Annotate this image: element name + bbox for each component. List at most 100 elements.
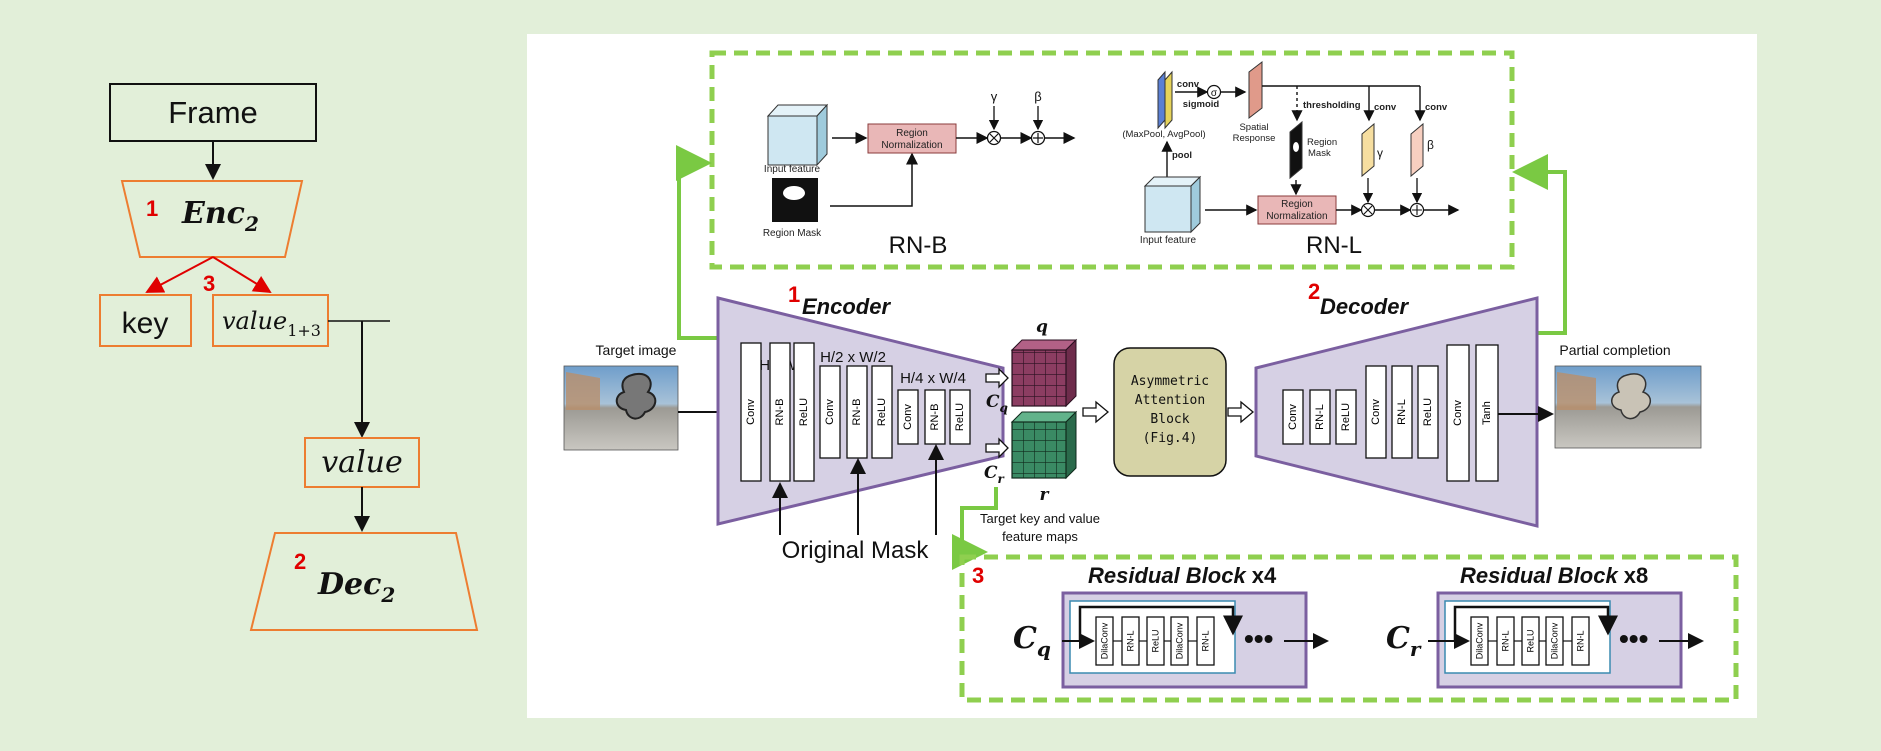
- rnl-gamma-label: γ: [1377, 146, 1383, 160]
- target-feature-l1: Target key and value: [980, 511, 1100, 526]
- enc2-trapezoid: [120, 180, 304, 258]
- rnl-thresholding-label: thresholding: [1303, 100, 1361, 111]
- target-image-label: Target image: [596, 342, 677, 358]
- rnb-region-norm-box: [867, 123, 957, 154]
- encoder-block-label-4: Conv: [824, 399, 836, 425]
- rnl-input-cube-side: [1190, 175, 1201, 234]
- decoder-block-label-3: ReLU: [1340, 403, 1352, 431]
- enc-size-3: H/4 x W/4: [900, 370, 966, 387]
- rnl-region-mask-l1: Region: [1307, 137, 1337, 148]
- rnl-region-norm-l1: Region: [1281, 199, 1313, 210]
- rnl-pool-label: pool: [1172, 150, 1192, 161]
- residual-2-skip: [1453, 605, 1618, 641]
- rnb-beta-label: β: [1034, 89, 1041, 104]
- dec2-number: 2: [294, 549, 306, 574]
- attn-line1: Asymmetric: [1131, 374, 1209, 389]
- decoder-block-label-5: RN-L: [1396, 399, 1408, 425]
- rnl-region-norm-l2: Normalization: [1266, 211, 1327, 222]
- rnl-input-cube-front: [1144, 185, 1192, 233]
- encoder-block-label-8: RN-B: [929, 404, 941, 431]
- decoder-block-6: [1417, 365, 1439, 459]
- left-flow: Frame 1 Enc2 3 key value1+3 value 2 Dec2: [99, 83, 479, 631]
- attention-block: Asymmetric Attention Block (Fig.4): [1113, 347, 1227, 477]
- encoder-block-4: [819, 365, 841, 459]
- rnb-region-norm-l1: Region: [896, 128, 928, 139]
- rnb-input-cube-front: [767, 115, 818, 166]
- residual-1-block-label-2: RN-L: [1126, 630, 1136, 651]
- rnb-gamma-label: γ: [991, 89, 998, 104]
- enc-to-q-hollow-arrow: [985, 367, 1009, 389]
- encoder-block-1: [740, 342, 762, 482]
- residual-2-block-label-3: ReLU: [1526, 629, 1536, 652]
- enc2-label: Enc2: [181, 196, 259, 236]
- r-tensor-front: [1011, 421, 1067, 479]
- cr-label: Cr: [984, 463, 1006, 486]
- encoder-block-label-5: RN-B: [851, 399, 863, 426]
- enc-size-2: H/2 x W/2: [820, 349, 886, 366]
- encoder-block-label-2: RN-B: [774, 399, 786, 426]
- decoder-block-7: [1446, 344, 1470, 482]
- rnl-multiply-x: [1363, 205, 1373, 215]
- q-label: q: [1036, 317, 1048, 337]
- encoder-block-label-6: ReLU: [876, 398, 888, 426]
- features-to-residual-link: [952, 487, 998, 570]
- residual-1-ellipsis: •••: [1244, 623, 1273, 654]
- enc-to-r-hollow-arrow: [985, 437, 1009, 459]
- residual-1-block-label-3: ReLU: [1151, 629, 1161, 652]
- decoder-block-label-6: ReLU: [1422, 398, 1434, 426]
- decoder-number: 2: [1308, 279, 1320, 304]
- original-mask-label: Original Mask: [782, 537, 930, 564]
- rnl-gamma-tensor: [1361, 122, 1375, 178]
- rnb-input-feature-label: Input feature: [764, 164, 821, 175]
- attention-block-box: [1113, 347, 1227, 477]
- split-number: 3: [203, 271, 215, 296]
- rnl-conv-beta-label: conv: [1425, 102, 1448, 113]
- residual-2-block-label-5: RN-L: [1576, 630, 1586, 651]
- target-feature-l2: feature maps: [1002, 529, 1078, 544]
- encoder-block-3: [793, 342, 815, 482]
- encoder-block-label-7: Conv: [902, 404, 914, 430]
- decoder-block-label-7: Conv: [1452, 400, 1464, 426]
- encoder-block-label-9: ReLU: [954, 403, 966, 431]
- rnb-input-cube-side: [816, 103, 828, 167]
- rnl-pool-stack-2: [1164, 70, 1173, 130]
- rnl-spatial-l2: Response: [1233, 133, 1276, 144]
- key-label: key: [122, 307, 169, 340]
- rnl-sigma-label: σ: [1211, 88, 1218, 99]
- rnl-spatial-response: [1248, 60, 1263, 120]
- target-image-hole: [615, 372, 657, 420]
- rnl-pool-stack-1: [1157, 70, 1166, 130]
- rnl-pool-caption: (MaxPool, AvgPool): [1122, 129, 1205, 140]
- r-label: r: [1040, 485, 1050, 505]
- residual-2-block-label-2: RN-L: [1501, 630, 1511, 651]
- decoder-block-2: [1309, 389, 1331, 445]
- residual-2-block-label-1: DilaConv: [1475, 622, 1485, 659]
- encoder-title: Encoder: [802, 294, 891, 319]
- target-image: Target image: [563, 342, 679, 451]
- rnl-input-feature-label: Input feature: [1140, 235, 1197, 246]
- frame-label: Frame: [168, 95, 258, 130]
- rnl-title: RN-L: [1306, 232, 1362, 259]
- r-tensor-top: [1010, 411, 1078, 423]
- residual-2-block-label-4: DilaConv: [1550, 622, 1560, 659]
- q-tensor: q: [1010, 317, 1078, 408]
- r-tensor: r: [1010, 410, 1078, 505]
- residual-cr: Cr: [1386, 621, 1422, 661]
- value13-label: value1+3: [222, 307, 321, 340]
- residual-dashed-frame: [959, 554, 1739, 703]
- encoder-block-6: [871, 365, 893, 459]
- partial-completion-label: Partial completion: [1559, 342, 1670, 358]
- partial-completion-fill: [1611, 373, 1651, 420]
- rnl-conv-gamma-label: conv: [1374, 102, 1397, 113]
- partial-completion-building: [1557, 372, 1596, 410]
- rnl-add-plus: [1412, 205, 1422, 215]
- q-tensor-side: [1065, 338, 1077, 408]
- rnl-beta-tensor: [1410, 122, 1424, 178]
- encoder-block-2: [769, 342, 791, 482]
- rnl-conv-label: conv: [1177, 79, 1200, 90]
- cq-label: Cq: [986, 392, 1008, 415]
